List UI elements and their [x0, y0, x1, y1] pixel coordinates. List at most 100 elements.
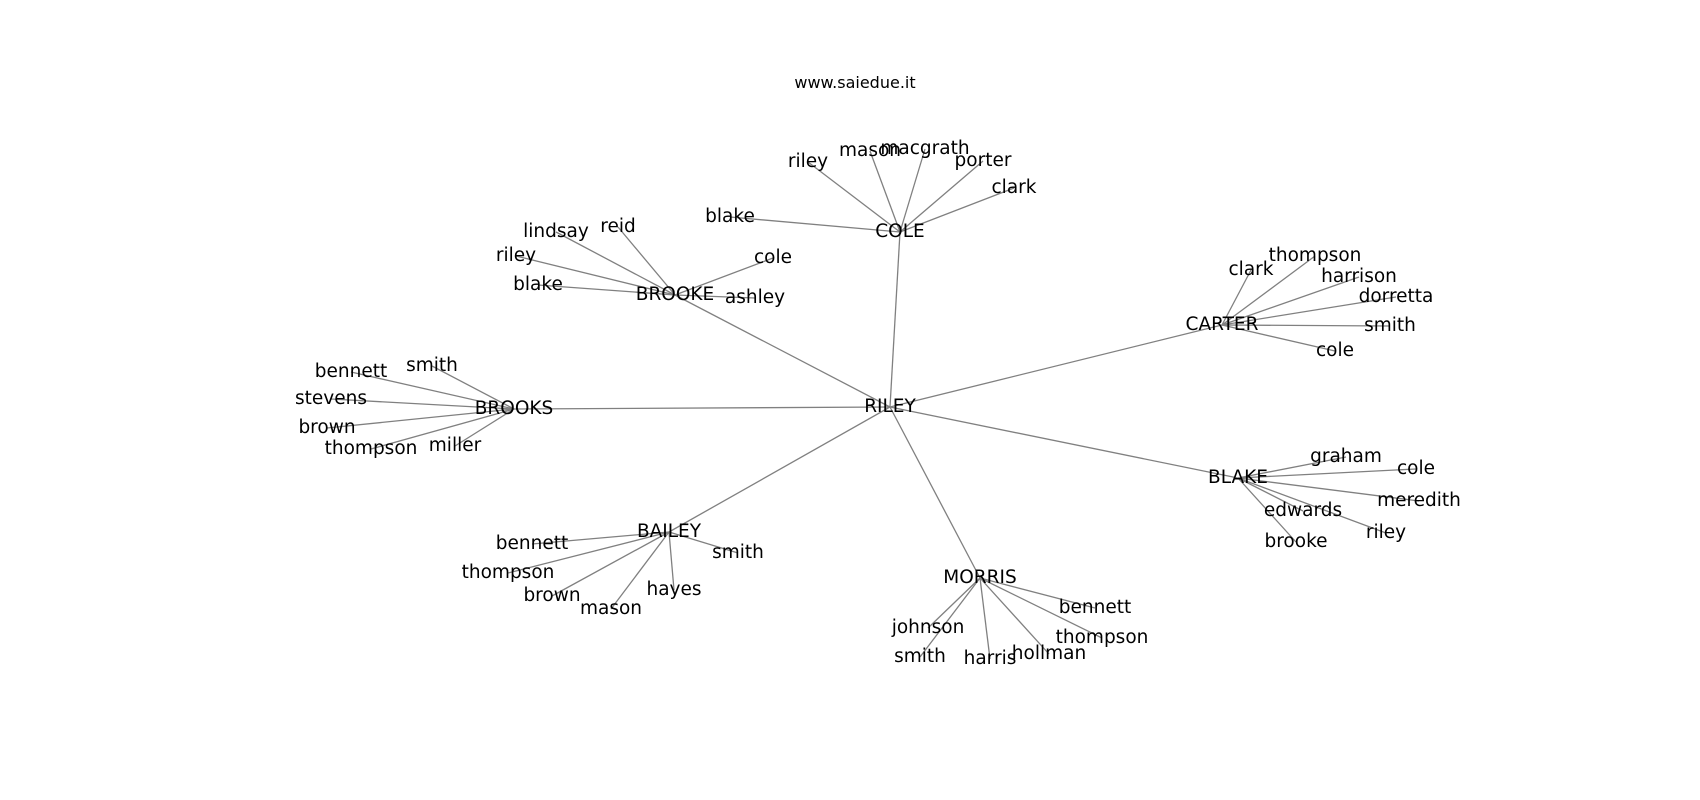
edge-carter-to-clark [1221, 269, 1252, 326]
edge-bailey-to-bennett [531, 531, 670, 545]
edge-cole-to-macgrath [899, 148, 926, 233]
node-leaf-bailey-thompson: thompson [462, 562, 555, 583]
node-leaf-bailey-bennett: bennett [496, 533, 568, 554]
edge-root-to-carter [889, 324, 1223, 408]
edge-root-to-bailey [668, 406, 891, 533]
edge-cole-to-riley [807, 161, 901, 233]
edge-root-to-morris [889, 406, 981, 579]
edge-blake-to-brooke [1237, 477, 1297, 543]
node-leaf-blake-brooke: brooke [1264, 531, 1327, 552]
edge-cole-to-mason [869, 150, 901, 233]
node-leaf-blake-edwards: edwards [1264, 500, 1342, 521]
node-leaf-cole-clark: clark [992, 177, 1037, 198]
edge-carter-to-smith [1221, 324, 1391, 327]
edge-blake-to-edwards [1237, 477, 1304, 512]
edge-bailey-to-hayes [668, 531, 675, 591]
site-caption: www.saiedue.it [794, 73, 915, 92]
edge-carter-to-cole [1221, 324, 1336, 352]
edges-layer [326, 148, 1420, 660]
edge-brooks-to-stevens [330, 398, 515, 410]
edge-morris-to-hollman [979, 577, 1050, 655]
edge-bailey-to-brown [551, 531, 670, 597]
edge-root-to-brooke [674, 294, 891, 408]
node-leaf-cole-riley: riley [788, 151, 828, 172]
node-group-cole: COLE [875, 221, 924, 242]
node-leaf-carter-harrison: harrison [1321, 266, 1397, 287]
node-leaf-brooks-smith: smith [406, 355, 458, 376]
node-leaf-morris-bennett: bennett [1059, 597, 1131, 618]
edge-carter-to-dorretta [1221, 296, 1397, 326]
edge-morris-to-johnson [927, 577, 981, 629]
node-leaf-brooks-bennett: bennett [315, 361, 387, 382]
edge-bailey-to-thompson [507, 531, 670, 574]
edge-root-to-blake [889, 406, 1239, 479]
node-leaf-brooks-thompson: thompson [325, 438, 418, 459]
edge-brooke-to-reid [617, 226, 676, 296]
node-group-blake: BLAKE [1208, 467, 1268, 488]
edge-root-to-cole [889, 231, 901, 408]
node-leaf-brooks-stevens: stevens [295, 388, 367, 409]
edge-cole-to-blake [729, 216, 901, 233]
edge-brooke-to-lindsay [555, 231, 676, 296]
edge-blake-to-graham [1237, 456, 1347, 479]
node-leaf-blake-meredith: meredith [1377, 490, 1461, 511]
node-leaf-brooke-ashley: ashley [725, 287, 785, 308]
node-leaf-brooke-riley: riley [496, 245, 536, 266]
node-leaf-brooke-cole: cole [754, 247, 792, 268]
node-leaf-carter-smith: smith [1364, 315, 1416, 336]
node-leaf-bailey-smith: smith [712, 542, 764, 563]
edge-cole-to-clark [899, 187, 1015, 233]
node-leaf-cole-mason: mason [839, 140, 901, 161]
edge-brooke-to-riley [515, 255, 676, 296]
node-leaf-brooke-blake: blake [513, 274, 563, 295]
edge-bailey-to-smith [668, 531, 739, 554]
node-leaf-morris-johnson: johnson [891, 617, 965, 638]
node-leaf-carter-thompson: thompson [1269, 245, 1362, 266]
node-leaf-morris-harris: harris [964, 648, 1017, 669]
node-leaf-carter-dorretta: dorretta [1359, 286, 1434, 307]
node-group-carter: CARTER [1186, 314, 1259, 335]
node-group-morris: MORRIS [943, 567, 1016, 588]
node-leaf-blake-graham: graham [1310, 446, 1382, 467]
edge-brooke-to-cole [674, 257, 774, 296]
edge-morris-to-harris [979, 577, 991, 660]
node-leaf-morris-hollman: hollman [1012, 643, 1086, 664]
edge-brooks-to-miller [454, 408, 515, 447]
node-leaf-cole-macgrath: macgrath [880, 138, 969, 159]
edge-carter-to-harrison [1221, 276, 1360, 326]
edge-brooks-to-bennett [350, 371, 515, 410]
node-root: RILEY [864, 396, 916, 417]
edge-brooke-to-blake [537, 284, 676, 296]
node-leaf-cole-blake: blake [705, 206, 755, 227]
edge-bailey-to-mason [610, 531, 670, 610]
edge-brooks-to-thompson [370, 408, 515, 450]
edge-morris-to-bennett [979, 577, 1096, 609]
edge-brooks-to-smith [431, 365, 515, 410]
edge-morris-to-thompson [979, 577, 1103, 639]
node-leaf-bailey-brown: brown [523, 585, 580, 606]
node-leaf-morris-smith: smith [894, 646, 946, 667]
edge-brooks-to-brown [326, 408, 515, 429]
edge-blake-to-riley [1237, 477, 1387, 534]
node-leaf-brooke-lindsay: lindsay [523, 221, 589, 242]
node-leaf-carter-clark: clark [1229, 259, 1274, 280]
node-leaf-blake-riley: riley [1366, 522, 1406, 543]
node-group-brooks: BROOKS [475, 398, 554, 419]
node-group-brooke: BROOKE [636, 284, 715, 305]
node-leaf-carter-cole: cole [1316, 340, 1354, 361]
node-leaf-brooks-brown: brown [298, 417, 355, 438]
node-leaf-bailey-mason: mason [580, 598, 642, 619]
labels-layer: rileymasonmacgrathporterclarkblakeCOLEli… [295, 138, 1461, 669]
node-leaf-bailey-hayes: hayes [646, 579, 701, 600]
node-leaf-brooke-reid: reid [600, 216, 635, 237]
node-leaf-brooks-miller: miller [429, 435, 482, 456]
node-leaf-cole-porter: porter [955, 150, 1012, 171]
node-leaf-morris-thompson: thompson [1056, 627, 1149, 648]
edge-blake-to-cole [1237, 468, 1417, 479]
node-leaf-blake-cole: cole [1397, 458, 1435, 479]
edge-cole-to-porter [899, 160, 984, 233]
node-group-bailey: BAILEY [637, 521, 702, 542]
edge-blake-to-meredith [1237, 477, 1420, 502]
edge-morris-to-smith [919, 577, 981, 658]
